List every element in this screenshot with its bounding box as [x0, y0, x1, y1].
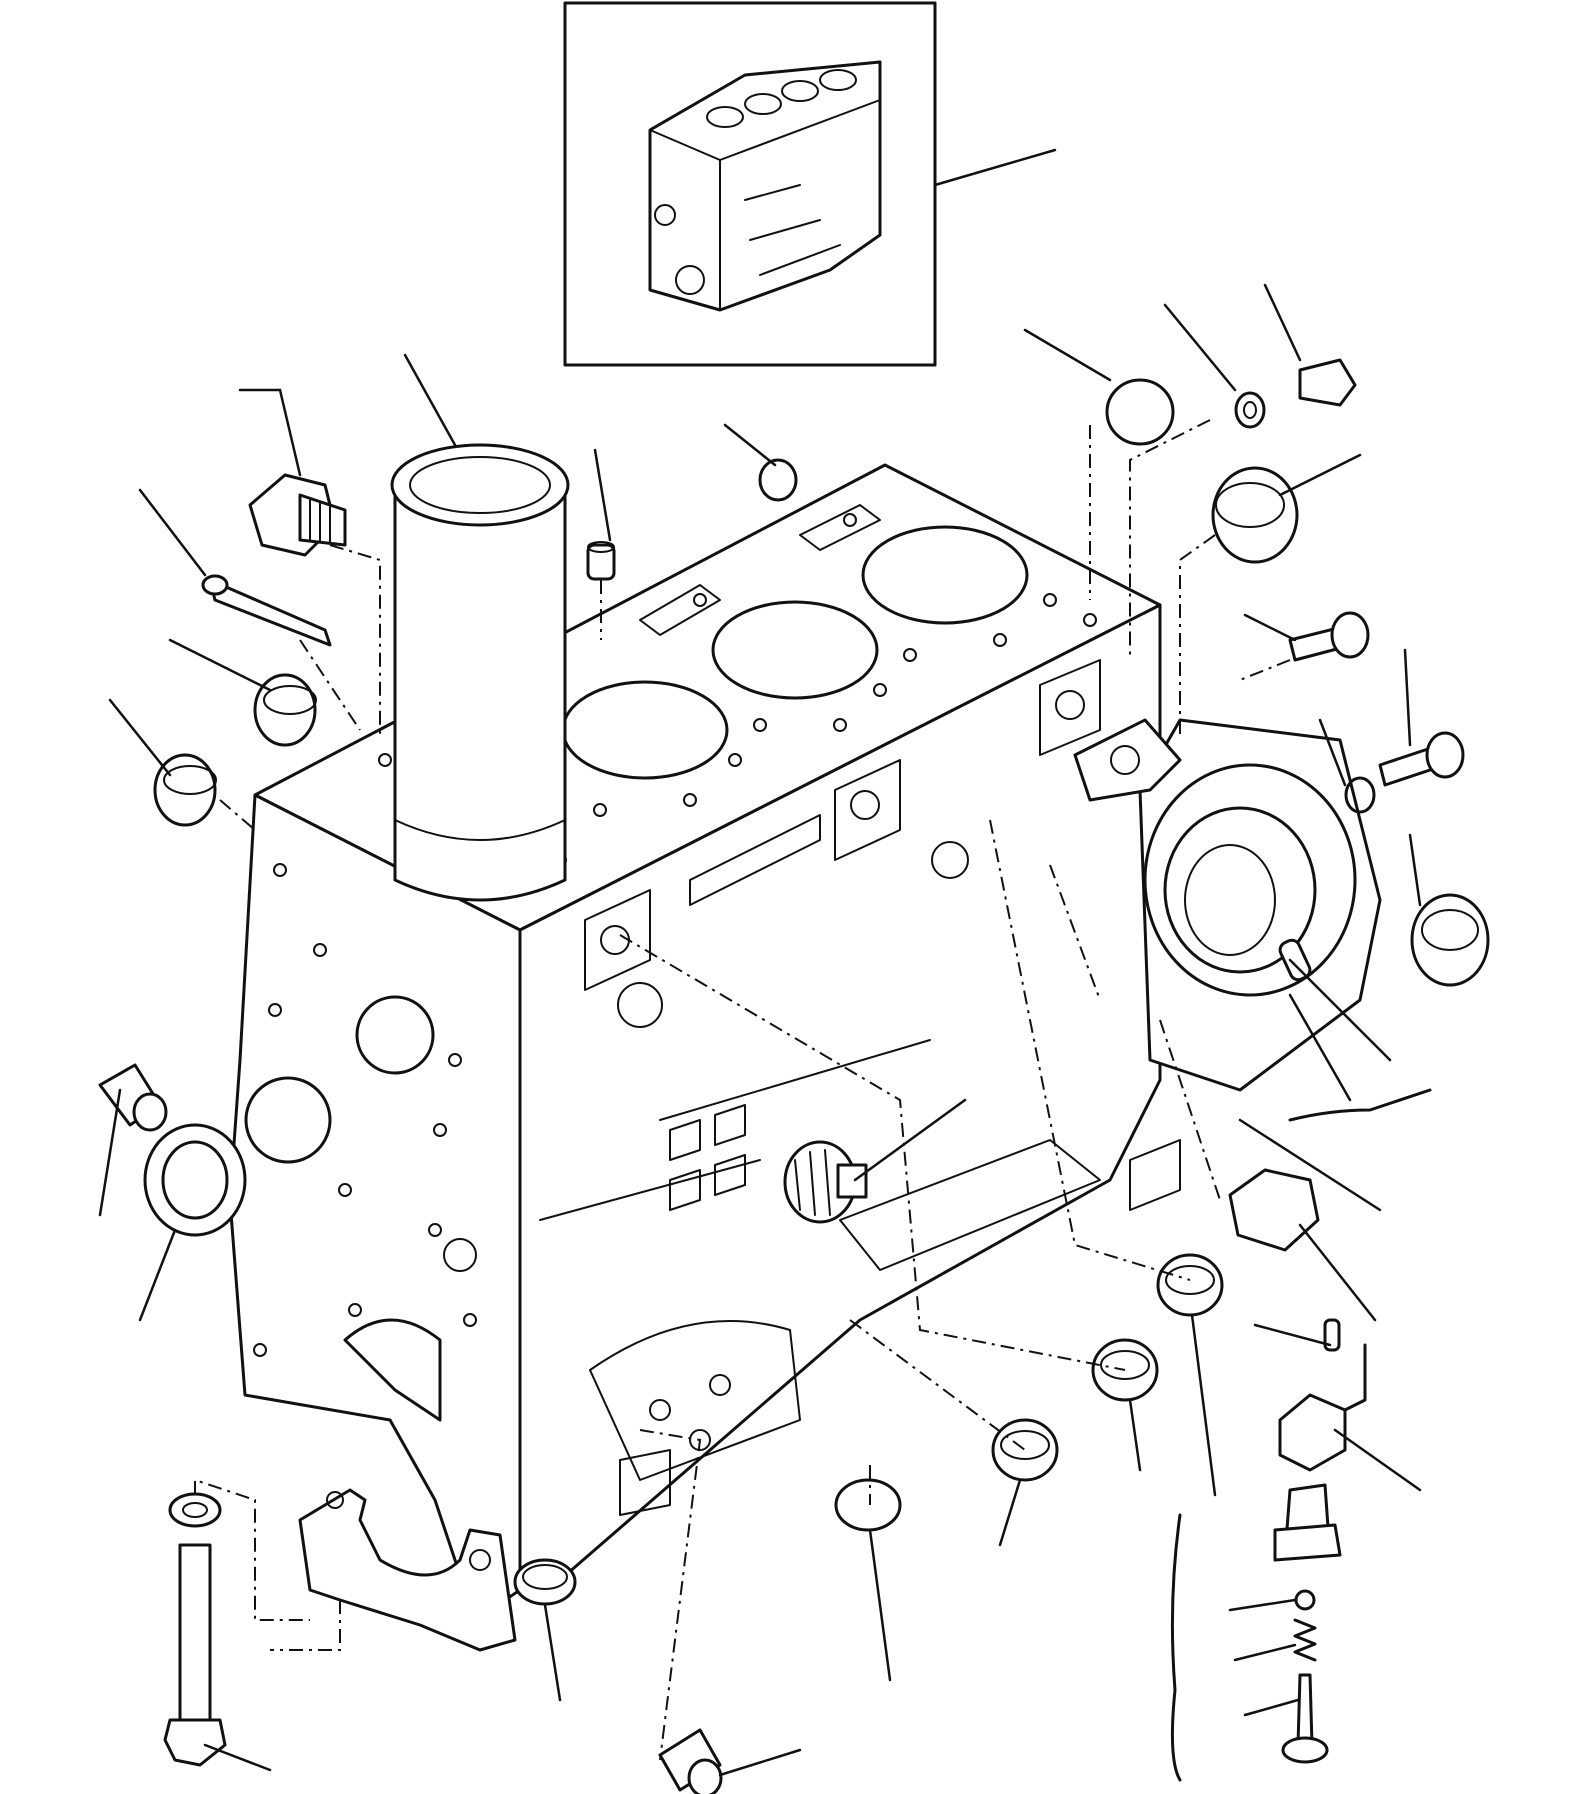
camshaft-bushing — [143, 1123, 247, 1237]
crankcase-line — [659, 1039, 931, 1121]
hex-plug — [248, 473, 347, 557]
threaded-plug — [1298, 358, 1357, 407]
pump-mount-pad — [589, 1320, 801, 1481]
core-plug — [834, 1478, 902, 1532]
valve-body — [1278, 1393, 1347, 1472]
seal-plug — [1410, 893, 1490, 987]
expansion-plug — [758, 458, 798, 502]
camshaft-plug — [98, 1063, 168, 1132]
relief-spring — [1293, 1618, 1317, 1662]
sealing-washer — [1234, 391, 1266, 429]
front-bore — [355, 995, 435, 1075]
pad-opening — [619, 1449, 671, 1516]
core-plug — [153, 753, 217, 827]
crank-opening — [343, 1318, 442, 1422]
retaining-clip — [1343, 1343, 1367, 1412]
side-boss — [1039, 659, 1101, 756]
side-rib — [689, 814, 821, 906]
locating-pin — [201, 574, 332, 647]
rear-cover-plate — [1138, 718, 1382, 1092]
washer — [168, 1492, 222, 1528]
cap-bolt — [163, 1543, 227, 1767]
rear-seal-housing — [1073, 718, 1382, 1092]
rear-seal-inner — [1163, 806, 1317, 974]
core-plug-large — [1211, 466, 1299, 564]
inset-block-drawing — [648, 60, 882, 312]
camshaft-bushing — [1156, 1253, 1224, 1317]
dowel-pin — [1278, 938, 1312, 982]
housing-flange — [1073, 718, 1182, 802]
main-bearing-cap — [298, 1488, 517, 1652]
rear-seal-outer — [1143, 763, 1357, 997]
group-brace — [1170, 1513, 1182, 1782]
pan-rail — [839, 1139, 1101, 1271]
inset-complete-block — [563, 1, 1057, 367]
callout-leaders — [98, 283, 1422, 1777]
side-boss — [584, 889, 651, 991]
cylinder-bore — [861, 525, 1029, 625]
check-ball — [1294, 1589, 1316, 1611]
sleeve-plug — [658, 1728, 723, 1794]
flange-bolt — [1378, 731, 1465, 787]
camshaft-bushing — [991, 1418, 1059, 1482]
bushing — [513, 1558, 577, 1606]
adjusting-screw — [1296, 1673, 1314, 1747]
core-plug — [1105, 378, 1175, 446]
hex-plug — [1228, 1168, 1320, 1252]
flange-bolt — [1288, 611, 1370, 662]
cylinder-liner — [390, 443, 570, 902]
assembly-centerlines — [194, 419, 1291, 1761]
group-brace — [1288, 1088, 1432, 1122]
crankcase-line — [539, 1159, 761, 1221]
side-boss — [834, 759, 901, 861]
water-passage-slot — [639, 584, 721, 636]
lock-washer — [1344, 776, 1376, 814]
core-plug — [253, 673, 317, 747]
cylinder-bore — [711, 600, 879, 700]
relief-valve-assembly — [1273, 1318, 1367, 1764]
front-face-bolt-holes — [253, 863, 477, 1357]
water-passage-slot — [799, 504, 881, 551]
dowel-sleeve — [586, 541, 616, 581]
block-front-face — [228, 793, 522, 1622]
camshaft-bore — [244, 1076, 332, 1164]
leader-line — [933, 148, 1057, 187]
spring-pin — [1323, 1318, 1341, 1352]
threaded-plug — [783, 1140, 868, 1224]
